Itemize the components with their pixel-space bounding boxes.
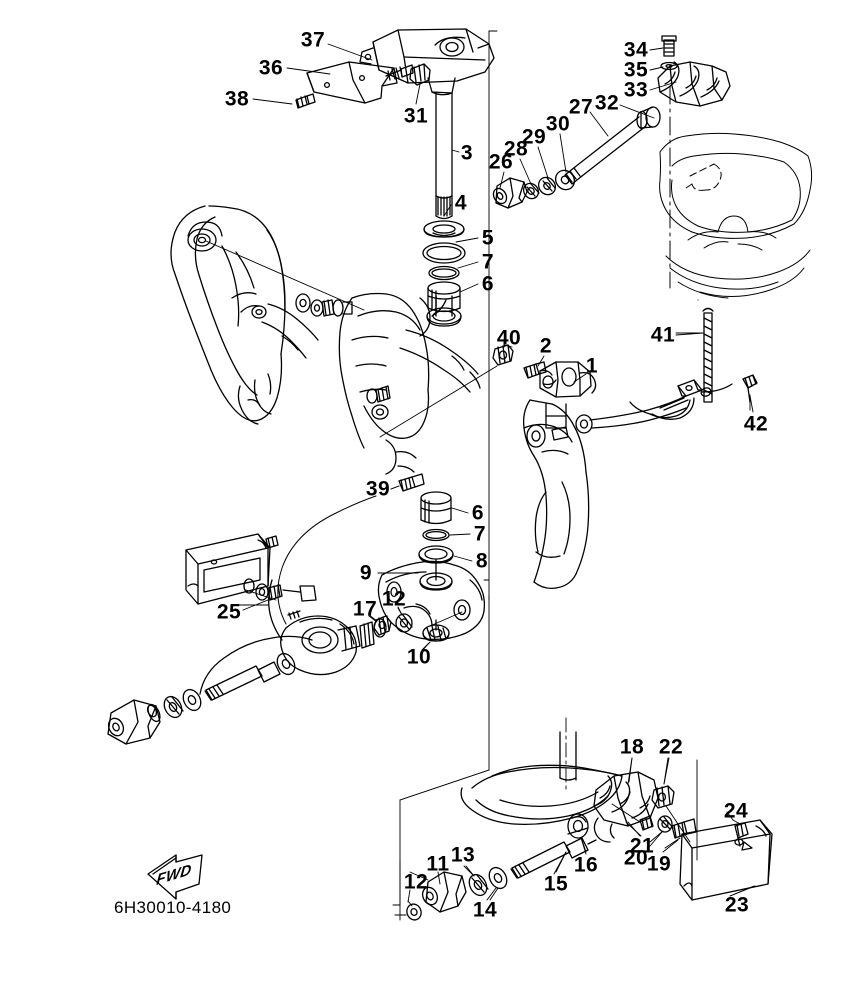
callout-14: 14: [472, 898, 498, 922]
item-39-bolt: [398, 473, 425, 492]
callout-36: 36: [258, 56, 284, 80]
callout-30: 30: [545, 112, 571, 136]
item-21-bolt: [611, 803, 654, 831]
callout-5: 5: [481, 226, 495, 250]
callout-6: 6: [481, 272, 495, 296]
callout-10: 10: [406, 645, 432, 669]
engine-mount-phantom: [659, 132, 813, 299]
part-number-label: 6H30010-4180: [114, 898, 232, 917]
callout-26: 26: [488, 150, 514, 174]
callout-29: 29: [521, 125, 547, 149]
swivel-bracket: [338, 292, 481, 475]
item-10-nut: [422, 619, 450, 642]
item-12-washer-lower: [406, 903, 422, 921]
item-19-bolt: [671, 818, 697, 839]
item-41-screw: [702, 307, 714, 403]
callout-3: 3: [460, 141, 474, 165]
callout-23: 23: [724, 893, 750, 917]
callout-4: 4: [454, 191, 468, 215]
callout-31: 31: [403, 104, 429, 128]
callout-17: 17: [352, 597, 378, 621]
item-14-washer: [488, 866, 508, 890]
callout-12: 12: [403, 870, 429, 894]
callout-7: 7: [481, 250, 495, 274]
callout-19: 19: [646, 852, 672, 876]
tilt-tube-assembly: [492, 35, 731, 209]
fwd-arrow: [147, 854, 203, 900]
item-11-mount: [421, 871, 467, 913]
clamp-pivot-hardware: [295, 293, 353, 317]
callout-1: 1: [585, 354, 599, 378]
swivel-side-hardware: [366, 385, 391, 404]
callout-25: 25: [216, 600, 242, 624]
item-9-lower-bracket: [377, 560, 486, 641]
clamp-bracket-left: [170, 205, 319, 425]
clamp-bracket-right: [522, 361, 597, 590]
callout-9: 9: [359, 561, 373, 585]
wire-harness: [589, 379, 733, 429]
lower-seal-stack: [418, 491, 454, 581]
callout-22: 22: [658, 735, 684, 759]
callout-40: 40: [496, 326, 522, 350]
callout-8: 8: [475, 549, 489, 573]
callout-16: 16: [573, 853, 599, 877]
callout-11: 11: [426, 852, 450, 876]
item-25-plate: [185, 533, 279, 605]
item-16-bushing: [567, 813, 589, 839]
callout-2: 2: [539, 334, 553, 358]
callout-42: 42: [743, 412, 769, 436]
callout-20: 20: [623, 846, 649, 870]
item-15-bolt: [510, 837, 597, 879]
item-23-cover: [679, 819, 773, 901]
callout-35: 35: [623, 58, 649, 82]
item-18-mount-bracket: [593, 771, 659, 843]
shaft-seal-stack: [422, 220, 466, 317]
steering-arm-assembly: [295, 28, 495, 220]
callout-7: 7: [473, 522, 487, 546]
trim-hardware-cluster: [243, 578, 317, 620]
item-22-nut: [651, 785, 675, 809]
callout-33: 33: [623, 78, 649, 102]
lower-left-bolt-assembly: [107, 635, 313, 745]
callout-21: 21: [629, 834, 655, 858]
callout-6: 6: [471, 501, 485, 525]
callout-18: 18: [619, 735, 645, 759]
callout-12: 12: [381, 587, 407, 611]
callout-37: 37: [300, 28, 326, 52]
callout-27: 27: [568, 95, 594, 119]
item-20-washer: [657, 815, 674, 833]
tilt-cylinder-body: [280, 615, 387, 676]
callout-13: 13: [450, 843, 476, 867]
item-12-washer: [395, 613, 413, 633]
callout-41: 41: [650, 323, 676, 347]
gearcase: [460, 731, 623, 826]
callout-28: 28: [503, 137, 529, 161]
callout-24: 24: [723, 799, 749, 823]
callout-38: 38: [224, 87, 250, 111]
callout-32: 32: [594, 91, 620, 115]
callout-34: 34: [623, 38, 649, 62]
callout-15: 15: [543, 872, 569, 896]
callout-39: 39: [365, 477, 391, 501]
item-24-bolt: [734, 822, 749, 847]
item-40-nut: [492, 344, 514, 366]
item-13-washer: [468, 873, 489, 897]
